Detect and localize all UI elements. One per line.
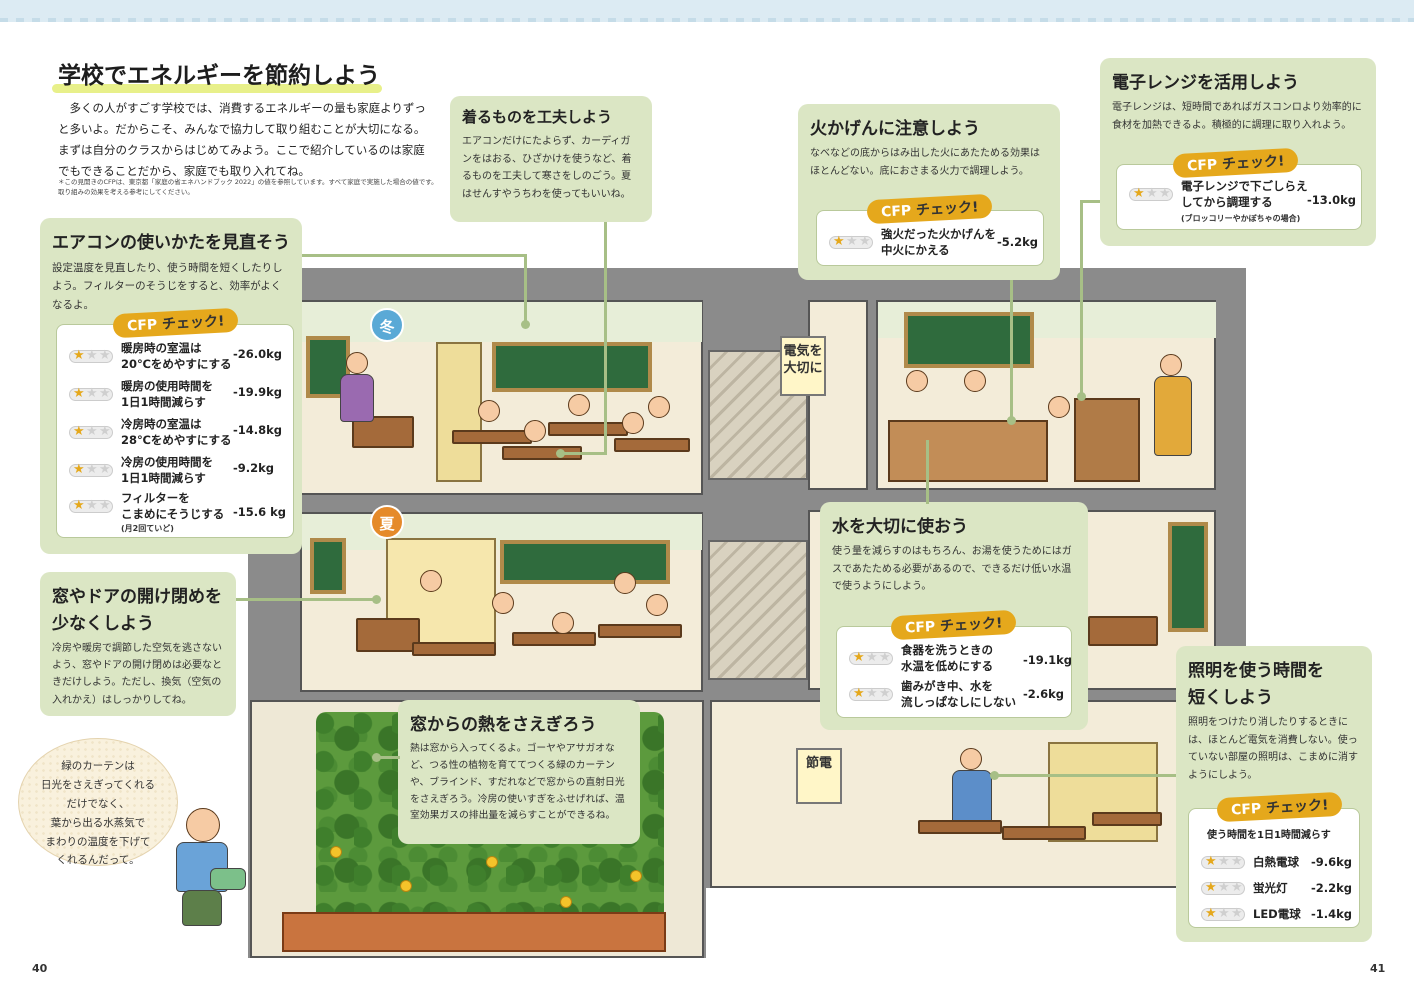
staircase-middle	[708, 540, 808, 680]
title-underline	[52, 84, 382, 93]
cfp-check-badge: CFP チェック!	[1172, 147, 1299, 179]
flower-icon	[486, 856, 498, 868]
aircon-item: ★★冷房時の室温は 28℃をめやすにする	[69, 417, 232, 448]
lighting-title-line1: 照明を使う時間を	[1188, 661, 1324, 681]
lighting-value: -2.2kg	[1311, 881, 1353, 895]
cfp-check-badge: CFP チェック!	[866, 193, 993, 225]
water-title: 水を大切に使おう	[832, 517, 968, 537]
aircon-note: (月2回ていど)	[121, 524, 174, 533]
water-value: -19.1kg	[1023, 653, 1073, 667]
lighting-subhead: 使う時間を1日1時間減らす	[1207, 830, 1331, 841]
save-electricity-poster: 電気を 大切に	[780, 336, 826, 396]
winter-badge: 冬	[370, 308, 404, 342]
footnote: ＊この見開きのCFPは、東京都「家庭の省エネハンドブック 2022」の値を参照し…	[58, 178, 438, 196]
water-value: -2.6kg	[1023, 687, 1065, 701]
planter-box	[282, 912, 666, 952]
page-title: 学校でエネルギーを節約しよう	[58, 63, 380, 89]
rating-stars-icon: ★★	[1201, 906, 1245, 922]
lighting-title-line2: 短くしよう	[1188, 688, 1273, 708]
cooking-room	[876, 300, 1216, 490]
microwave-item: ★★電子レンジで下ごしらえ してから調理する	[1129, 179, 1308, 210]
cfp-check-badge: CFP チェック!	[890, 609, 1017, 641]
flower-icon	[630, 870, 642, 882]
rating-stars-icon: ★★	[69, 462, 113, 478]
flower-icon	[560, 896, 572, 908]
lighting-item: ★★蛍光灯	[1201, 880, 1288, 897]
classroom-winter	[300, 300, 703, 495]
lighting-item: ★★白熱電球	[1201, 854, 1299, 871]
aircon-value: -15.6 kg	[233, 505, 287, 519]
rating-stars-icon: ★★	[69, 348, 113, 364]
microwave-value: -13.0kg	[1307, 193, 1357, 207]
intro-text: 多くの人がすごす学校では、消費するエネルギーの量も家庭よりずっと多いよ。だからこ…	[58, 101, 426, 179]
aircon-title: エアコンの使いかたを見直そう	[52, 233, 290, 253]
lighting-item: ★★LED電球	[1201, 906, 1301, 923]
aircon-item: ★★冷房の使用時間を 1日1時間減らす	[69, 455, 213, 486]
lighting-cfp-box: CFP チェック! 使う時間を1日1時間減らす ★★白熱電球 -9.6kg ★★…	[1188, 791, 1360, 928]
microwave-title: 電子レンジを活用しよう	[1112, 73, 1299, 93]
aircon-value: -9.2kg	[233, 461, 275, 475]
lighting-value: -9.6kg	[1311, 855, 1353, 869]
boy-watering	[186, 808, 220, 842]
heat-title: 窓からの熱をさえぎろう	[410, 715, 597, 735]
clothes-panel: 着るものを工夫しよう エアコンだけにたよらず、カーディガンをはおる、ひざかけを使…	[450, 96, 652, 222]
aircon-item: ★★暖房時の室温は 20℃をめやすにする	[69, 341, 232, 372]
heat-text: 熱は窓から入ってくるよ。ゴーヤやアサガオなど、つる性の植物を育ててつくる緑のカー…	[410, 743, 625, 822]
page-number-right: 41	[1370, 962, 1386, 975]
fire-value: -5.2kg	[997, 235, 1039, 249]
speech-bubble: 緑のカーテンは 日光をさえぎってくれる だけでなく、 葉から出る水蒸気で まわり…	[18, 738, 178, 866]
lighting-text: 照明をつけたり消したりするときには、ほとんど電気を消費しない。使っていない部屋の…	[1188, 717, 1358, 781]
window-title-line1: 窓やドアの開け閉めを	[52, 587, 222, 607]
lighting-value: -1.4kg	[1311, 907, 1353, 921]
microwave-text: 電子レンジは、短時間であればガスコンロより効率的に食材を加熱できるよ。積極的に調…	[1112, 102, 1362, 131]
flower-icon	[400, 880, 412, 892]
aircon-value: -14.8kg	[233, 423, 283, 437]
aircon-value: -19.9kg	[233, 385, 283, 399]
rating-stars-icon: ★★	[1201, 854, 1245, 870]
rating-stars-icon: ★★	[829, 234, 873, 250]
rating-stars-icon: ★★	[1201, 880, 1245, 896]
cfp-check-badge: CFP チェック!	[1216, 791, 1343, 823]
summer-badge: 夏	[370, 505, 404, 539]
flower-icon	[330, 846, 342, 858]
clothes-text: エアコンだけにたよらず、カーディガンをはおる、ひざかけを使うなど、着るものを工夫…	[462, 136, 632, 200]
fire-text: なべなどの底からはみ出した火にあたためる効果はほとんどない。底におさまる火力で調…	[810, 148, 1040, 177]
page-number-left: 40	[32, 962, 48, 975]
fire-cfp-box: CFP チェック! ★★強火だった火かげんを 中火にかえる -5.2kg	[816, 193, 1044, 266]
cfp-check-badge: CFP チェック!	[112, 307, 239, 339]
aircon-item: ★★暖房の使用時間を 1日1時間減らす	[69, 379, 213, 410]
fire-title: 火かげんに注意しよう	[810, 119, 980, 139]
clothes-title: 着るものを工夫しよう	[462, 108, 613, 126]
rating-stars-icon: ★★	[849, 650, 893, 666]
rating-stars-icon: ★★	[69, 498, 113, 514]
water-text: 使う量を減らすのはもちろん、お湯を使うためにはガスであたためる必要があるので、で…	[832, 546, 1072, 592]
water-item: ★★食器を洗うときの 水温を低めにする	[849, 643, 993, 674]
aircon-text: 設定温度を見直したり、使う時間を短くしたりしよう。フィルターのそうじをすると、効…	[52, 262, 283, 311]
aircon-item: ★★フィルターを こまめにそうじする	[69, 491, 224, 522]
fire-item: ★★強火だった火かげんを 中火にかえる	[829, 227, 996, 258]
rating-stars-icon: ★★	[69, 424, 113, 440]
microwave-cfp-box: CFP チェック! ★★電子レンジで下ごしらえ してから調理する -13.0kg…	[1116, 147, 1362, 230]
window-panel: 窓やドアの開け閉めを 少なくしよう 冷房や暖房で調節した空気を逃さないよう、窓や…	[40, 572, 236, 716]
rating-stars-icon: ★★	[1129, 186, 1173, 202]
water-item: ★★歯みがき中、水を 流しっぱなしにしない	[849, 679, 1016, 710]
top-decorative-band	[0, 0, 1414, 22]
classroom-summer	[300, 512, 703, 692]
aircon-cfp-box: CFP チェック! ★★暖房時の室温は 20℃をめやすにする -26.0kg ★…	[56, 307, 294, 538]
heat-panel: 窓からの熱をさえぎろう 熱は窓から入ってくるよ。ゴーヤやアサガオなど、つる性の植…	[398, 700, 640, 844]
window-title-line2: 少なくしよう	[52, 614, 154, 634]
power-saving-sign: 節電	[796, 748, 842, 804]
aircon-value: -26.0kg	[233, 347, 283, 361]
watering-can-icon	[210, 868, 246, 890]
water-cfp-box: CFP チェック! ★★食器を洗うときの 水温を低めにする -19.1kg ★★…	[836, 609, 1073, 718]
rating-stars-icon: ★★	[69, 386, 113, 402]
microwave-note: (ブロッコリーやかぼちゃの場合)	[1181, 214, 1301, 223]
rating-stars-icon: ★★	[849, 686, 893, 702]
window-text: 冷房や暖房で調節した空気を逃さないよう、窓やドアの開け閉めは必要なときだけしよう…	[52, 643, 222, 706]
